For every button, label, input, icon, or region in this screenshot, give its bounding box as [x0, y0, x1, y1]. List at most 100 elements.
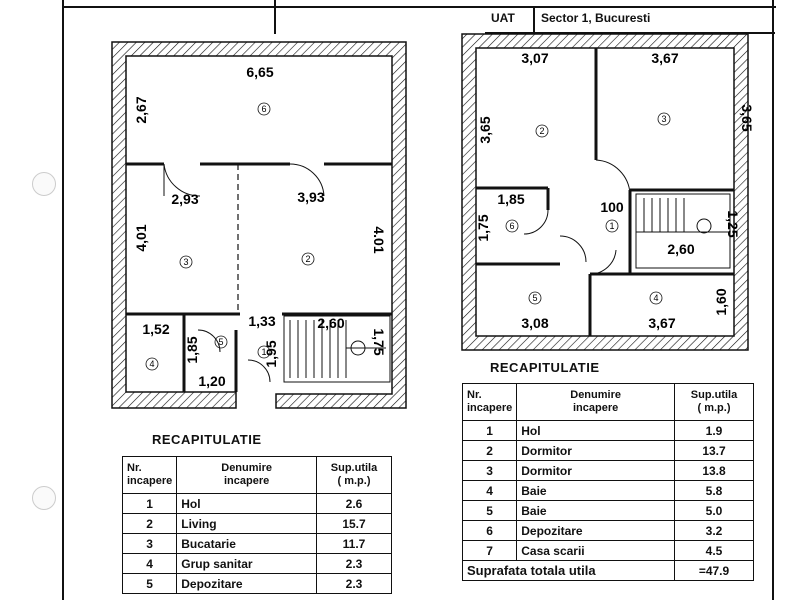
row-number: 5 [121, 573, 178, 594]
room-marker [301, 252, 315, 266]
recap-right-title: RECAPITULATIE [490, 360, 600, 375]
row-number: 5 [461, 500, 518, 521]
col-name-label-2: incapere [573, 402, 619, 414]
room-area: 15.7 [316, 513, 392, 534]
room-area: 2.3 [316, 553, 392, 574]
dimension-label: 2,93 [171, 191, 198, 207]
room-name: Hol [176, 493, 317, 514]
room-name: Dormitor [516, 460, 675, 481]
dimension-label: 2,60 [667, 241, 694, 257]
col-area-label: Sup.utila [690, 389, 738, 401]
room-area: 3.2 [674, 520, 754, 541]
col-name-label-2: incapere [224, 475, 270, 487]
dimension-label: 1,75 [475, 214, 491, 241]
dimension-label: 3,67 [648, 315, 675, 331]
room-area: 13.7 [674, 440, 754, 461]
room-number: 3 [183, 257, 188, 267]
room-number: 1 [261, 347, 266, 357]
dimension-label: 3,07 [521, 50, 548, 66]
room-name: Casa scarii [516, 540, 675, 561]
dimension-label: 2,60 [317, 315, 344, 331]
total-value: =47.9 [674, 560, 754, 581]
recap-left-table: Nr. incapere Denumire incapere Sup.utila… [121, 456, 392, 594]
room-number: 5 [218, 337, 223, 347]
room-marker [657, 112, 671, 126]
row-number: 4 [121, 553, 178, 574]
room-name: Baie [516, 500, 675, 521]
page-right-border [772, 0, 774, 600]
room-name: Hol [516, 420, 675, 441]
room-name: Depozitare [176, 573, 317, 594]
dimension-label: 3,67 [651, 50, 678, 66]
uat-row: UAT Sector 1, Bucuresti [485, 6, 775, 34]
dimension-label: 1,33 [248, 313, 275, 329]
row-number: 1 [121, 493, 178, 514]
row-number: 7 [461, 540, 518, 561]
room-marker [179, 255, 193, 269]
row-number: 3 [121, 533, 178, 554]
dimension-label: 1,20 [198, 373, 225, 389]
right-plan-walls [461, 33, 749, 351]
room-number: 1 [609, 221, 614, 231]
col-nr-label: Nr. [467, 389, 482, 401]
room-marker [605, 219, 619, 233]
room-number: 5 [532, 293, 537, 303]
dimension-label: 3,08 [521, 315, 548, 331]
room-name: Bucatarie [176, 533, 317, 554]
room-name: Baie [516, 480, 675, 501]
room-name: Dormitor [516, 440, 675, 461]
room-area: 5.8 [674, 480, 754, 501]
recap-right-header-row: Nr. incapere Denumire incapere Sup.utila… [461, 383, 754, 421]
room-area: 5.0 [674, 500, 754, 521]
room-marker [535, 124, 549, 138]
dimension-label: 4,01 [133, 224, 149, 251]
dimension-label: 1,52 [142, 321, 169, 337]
dimension-label: 1,85 [184, 336, 200, 363]
total-label: Suprafata totala utila [462, 560, 675, 581]
col-name-label: Denumire [221, 462, 272, 474]
room-marker [214, 335, 228, 349]
page-left-border [62, 0, 64, 600]
room-marker [505, 219, 519, 233]
room-name: Grup sanitar [176, 553, 317, 574]
room-area: 2.3 [316, 573, 392, 594]
uat-value: Sector 1, Bucuresti [541, 11, 651, 25]
dimension-label: 3,65 [477, 116, 493, 143]
dimension-label: 6,65 [246, 64, 273, 80]
row-number: 3 [461, 460, 518, 481]
dimension-label: 1,60 [713, 288, 729, 315]
room-marker [145, 357, 159, 371]
room-area: 1.9 [674, 420, 754, 441]
col-nr-label-2: incapere [467, 402, 513, 414]
room-number: 2 [539, 126, 544, 136]
room-number: 3 [661, 114, 666, 124]
room-number: 2 [305, 254, 310, 264]
dimension-label: 3,93 [297, 189, 324, 205]
row-number: 6 [461, 520, 518, 541]
binder-hole-top [32, 172, 56, 196]
room-number: 6 [509, 221, 514, 231]
room-area: 4.5 [674, 540, 754, 561]
room-name: Living [176, 513, 317, 534]
dimension-label: 1,75 [371, 328, 387, 355]
room-area: 13.8 [674, 460, 754, 481]
row-number: 2 [121, 513, 178, 534]
row-number: 2 [461, 440, 518, 461]
col-area-label-2: ( m.p.) [337, 475, 371, 487]
